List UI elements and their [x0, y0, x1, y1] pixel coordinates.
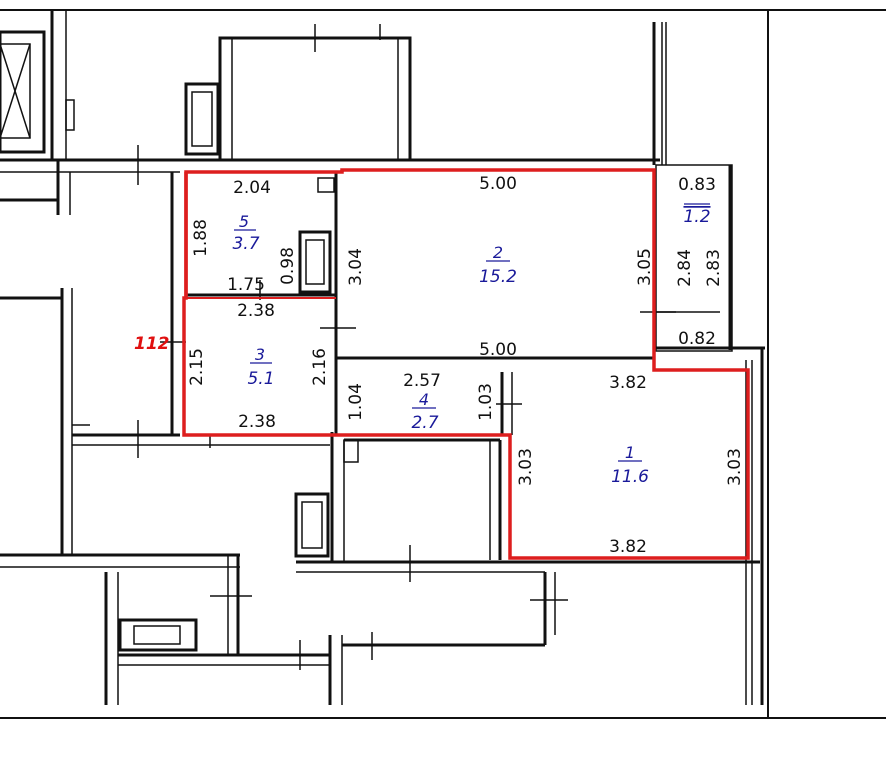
dim-balcony-bottom: 0.82	[678, 329, 716, 349]
dim-r1-bottom: 3.82	[609, 537, 647, 557]
dim-r2-top: 5.00	[479, 174, 517, 194]
room-5-number: 5	[239, 212, 249, 231]
dim-r3-left: 2.15	[187, 348, 207, 386]
apartment-number: 112	[134, 334, 170, 354]
dim-balcony-inner: 2.84	[675, 249, 695, 287]
dim-balcony-outer: 2.83	[704, 249, 724, 287]
room-3-number: 3	[255, 345, 265, 364]
dim-r3-bottom: 2.38	[238, 412, 276, 432]
room-3-area: 5.1	[247, 369, 274, 389]
outer-frame	[0, 9, 886, 719]
dim-r1-left: 3.03	[516, 448, 536, 486]
room-1-area: 11.6	[611, 467, 649, 487]
dim-r5-top: 2.04	[233, 178, 271, 198]
interior-walls	[160, 172, 676, 435]
dim-r5-inner: 0.98	[278, 247, 298, 285]
dim-balcony-top: 0.83	[678, 175, 716, 195]
right-facade	[652, 22, 765, 705]
room-2-area: 15.2	[479, 267, 517, 287]
upper-room-block	[184, 24, 412, 160]
lower-middle-rooms	[0, 432, 760, 655]
bottom-rooms	[104, 572, 568, 705]
room-2-number: 2	[493, 243, 503, 262]
room-4-area: 2.7	[411, 413, 438, 433]
dim-r2-left: 3.04	[346, 248, 366, 286]
balcony-area: 1.2	[683, 207, 710, 227]
room-1-number: 1	[625, 443, 635, 462]
room-4-number: 4	[419, 390, 429, 409]
dim-r1-top: 3.82	[609, 373, 647, 393]
dim-r2-bottom: 5.00	[479, 340, 517, 360]
room-5-area: 3.7	[232, 234, 259, 254]
corridor-walls	[0, 145, 660, 555]
dim-r4-right: 1.03	[476, 383, 496, 421]
dim-r5-bottom: 1.75	[227, 275, 265, 295]
dim-r3-right: 2.16	[310, 348, 330, 386]
apartment-outline	[182, 168, 750, 560]
dim-r5-left: 1.88	[191, 219, 211, 257]
elevator-shaft	[0, 10, 75, 160]
dim-r4-left: 1.04	[346, 383, 366, 421]
dim-r1-right: 3.03	[725, 448, 745, 486]
dim-r2-right: 3.05	[635, 248, 655, 286]
room-boundaries	[184, 170, 344, 299]
dim-r4-top: 2.57	[403, 371, 441, 391]
dim-r3-top: 2.38	[237, 301, 275, 321]
